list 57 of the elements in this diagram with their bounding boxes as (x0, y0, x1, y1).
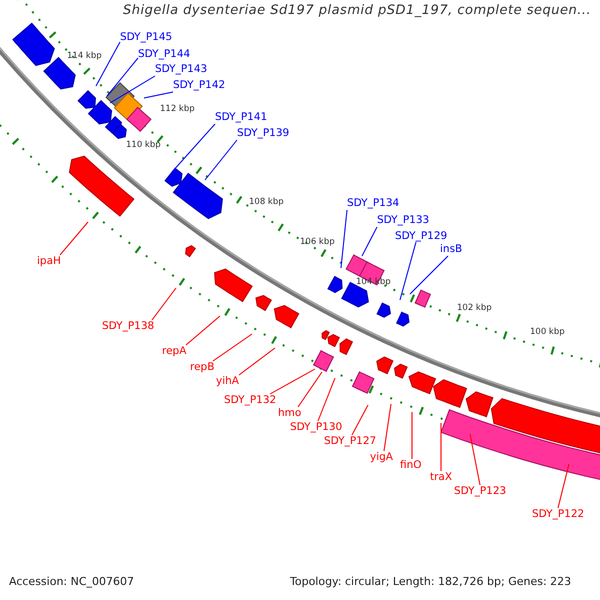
leader-line (352, 404, 368, 436)
gene-label: SDY_P127 (324, 435, 376, 448)
leader-line (60, 222, 88, 256)
gene-label: SDY_P132 (224, 394, 276, 407)
scale-label: 112 kbp (160, 104, 195, 115)
gene-label: SDY_P139 (237, 127, 290, 140)
leader-line (212, 334, 252, 362)
leader-line (440, 422, 442, 472)
summary-label: Topology: circular; Length: 182,726 bp; Genes: 223 (290, 575, 572, 589)
leader-line (362, 226, 378, 256)
leader-line (318, 378, 336, 422)
scale-label: 102 kbp (457, 303, 492, 314)
leader-line (96, 42, 120, 86)
gene-label: traX (430, 471, 452, 484)
gene-label: ipaH (37, 255, 61, 268)
gene-label: SDY_P145 (120, 31, 172, 44)
gene-label: SDY_P123 (454, 485, 506, 498)
leader-line (384, 404, 392, 452)
leader-line (270, 368, 316, 394)
gene-label: SDY_P134 (347, 197, 400, 210)
gene-label: SDY_P138 (102, 320, 154, 333)
gene-label: SDY_P133 (377, 214, 430, 227)
scale-label: 108 kbp (249, 197, 284, 208)
leader-line (152, 288, 176, 320)
leader-line (110, 76, 156, 104)
leader-line (172, 124, 216, 172)
gene-label: repA (162, 345, 186, 358)
gene-label: insB (440, 243, 462, 256)
scale-label: 114 kbp (67, 51, 102, 62)
leader-line (186, 316, 220, 346)
gene-label: yigA (370, 451, 393, 464)
gene-label: SDY_P144 (138, 48, 190, 61)
leader-line (558, 464, 570, 508)
gene-label: finO (400, 459, 422, 472)
gene-label: SDY_P143 (155, 63, 208, 76)
leader-line (410, 256, 448, 294)
leader-line (470, 434, 480, 486)
gene-label: yihA (216, 375, 239, 388)
leader-line (106, 58, 138, 96)
gene-label: SDY_P122 (532, 508, 584, 521)
scale-label: 100 kbp (530, 327, 565, 338)
gene-label: SDY_P141 (215, 111, 268, 124)
scale-label: 106 kbp (300, 237, 335, 248)
leader-line (144, 92, 174, 98)
leader-line (204, 140, 238, 180)
gene-label: SDY_P129 (395, 230, 448, 243)
leader-line (298, 372, 322, 408)
gene-label: repB (190, 361, 214, 374)
leader-line (340, 210, 348, 268)
title: Shigella dysenteriae Sd197 plasmid pSD1_197, complete sequen... (123, 3, 592, 19)
gene-label: SDY_P130 (290, 421, 342, 434)
scale-label: 110 kbp (126, 140, 161, 151)
accession-label: Accession: NC_007607 (9, 575, 134, 589)
gene-label: SDY_P142 (173, 79, 226, 92)
gene-label: hmo (278, 407, 302, 420)
leader-line (400, 242, 416, 300)
leader-line (238, 348, 276, 376)
